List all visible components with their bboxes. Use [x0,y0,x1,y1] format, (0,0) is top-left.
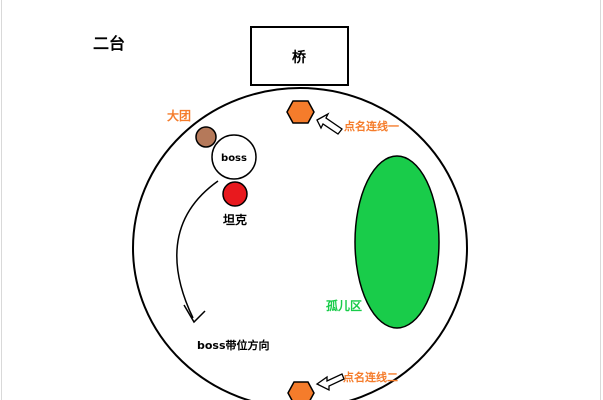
bridge-label: 桥 [292,49,307,66]
boss-direction-label: boss带位方向 [197,338,270,352]
arena-circle [132,87,468,400]
point-one-hexagon [286,100,315,124]
tank-label: 坦克 [223,212,247,227]
point-one-label: 点名连线一 [344,119,399,133]
isolated-zone-ellipse [354,155,440,329]
boss-direction-arrowhead [183,304,206,324]
boss-circle [211,134,257,180]
isolated-zone-label: 孤儿区 [326,298,362,313]
raid-circle [195,126,217,148]
point-two-arrow [315,373,345,392]
point-two-hexagon [287,381,315,400]
point-one-arrow [316,112,343,135]
boss-direction-curve [176,180,219,319]
point-two-label: 点名连线二 [343,370,398,384]
page-title: 二台 [93,34,126,53]
left-frame-line [1,0,2,400]
tank-circle [222,181,248,207]
raid-label: 大团 [167,108,191,123]
right-frame-line [600,0,601,400]
bridge-box [250,26,349,86]
boss-label: boss [221,153,247,164]
